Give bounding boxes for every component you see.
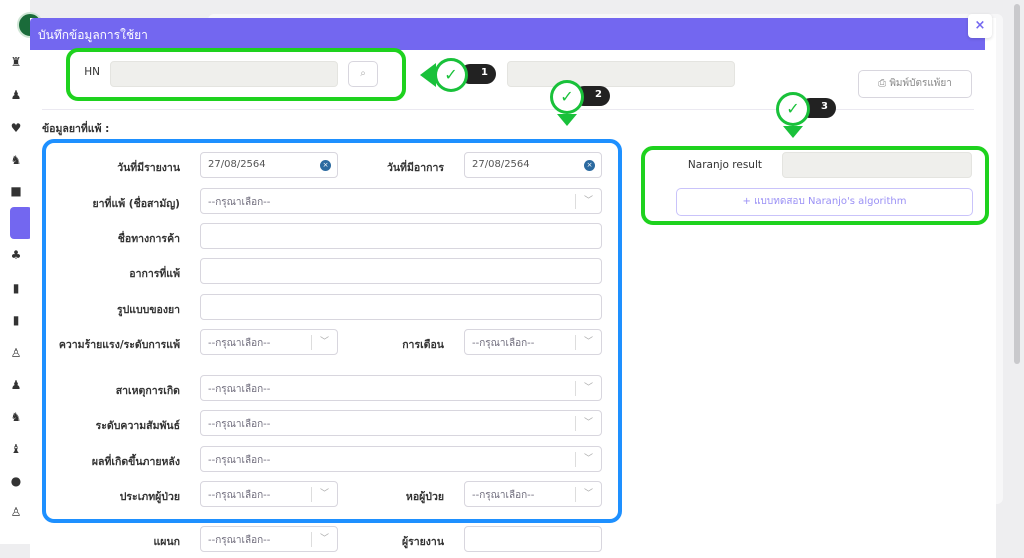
pin-tail bbox=[420, 63, 436, 87]
check-icon: ✓ bbox=[550, 80, 584, 114]
drug-generic-select[interactable]: --กรุณาเลือก-- ﹀ bbox=[200, 188, 602, 214]
symptom-date-input[interactable]: 27/08/2564 × bbox=[464, 152, 602, 178]
menu-icon[interactable]: ♞ bbox=[10, 410, 22, 424]
severity-label: ความร้ายแรง/ระดับการแพ้ bbox=[58, 339, 180, 351]
menu-icon[interactable]: ▮ bbox=[12, 281, 20, 295]
chevron-down-icon: ﹀ bbox=[583, 489, 593, 499]
patient-type-label: ประเภทผู้ป่วย bbox=[119, 491, 180, 503]
drug-generic-label: ยาที่แพ้ (ชื่อสามัญ) bbox=[92, 198, 180, 210]
menu-icon[interactable]: ♙ bbox=[10, 505, 22, 519]
symptom-date-label: วันที่มีอาการ bbox=[386, 162, 444, 174]
report-date-input[interactable]: 27/08/2564 × bbox=[200, 152, 338, 178]
hn-label: HN bbox=[84, 66, 100, 78]
severity-select[interactable]: --กรุณาเลือก-- ﹀ bbox=[200, 329, 338, 355]
placeholder: --กรุณาเลือก-- bbox=[472, 490, 535, 501]
annotation-box-1 bbox=[66, 48, 406, 101]
chevron-down-icon: ﹀ bbox=[583, 383, 593, 393]
sidebar: ♜ ♟ ♥ ♞ ■ ♣ ▮ ▮ ♙ ♟ ♞ ♝ ● ♙ bbox=[0, 0, 32, 544]
annotation-box-3 bbox=[641, 146, 989, 225]
symptom-date-value: 27/08/2564 bbox=[472, 159, 530, 170]
trade-name-input[interactable] bbox=[200, 223, 602, 249]
pin-tail bbox=[783, 126, 803, 138]
patient-type-select[interactable]: --กรุณาเลือก-- ﹀ bbox=[200, 481, 338, 507]
outcome-select[interactable]: --กรุณาเลือก-- ﹀ bbox=[200, 446, 602, 472]
symptom-label: อาการที่แพ้ bbox=[129, 268, 180, 280]
warning-select[interactable]: --กรุณาเลือก-- ﹀ bbox=[464, 329, 602, 355]
naranjo-result-field bbox=[782, 152, 972, 178]
search-button[interactable]: ⌕ bbox=[348, 61, 378, 87]
scrollbar[interactable] bbox=[1014, 4, 1020, 364]
chevron-down-icon: ﹀ bbox=[319, 489, 329, 499]
annotation-box-2 bbox=[42, 139, 622, 523]
menu-icon[interactable]: ♟ bbox=[10, 88, 22, 102]
dosage-form-label: รูปแบบของยา bbox=[116, 304, 180, 316]
menu-icon[interactable]: ▮ bbox=[12, 313, 20, 327]
report-date-value: 27/08/2564 bbox=[208, 159, 266, 170]
chevron-down-icon: ﹀ bbox=[583, 454, 593, 464]
printer-icon: ⎙ bbox=[878, 78, 890, 89]
placeholder: --กรุณาเลือก-- bbox=[208, 535, 271, 546]
placeholder: --กรุณาเลือก-- bbox=[208, 419, 271, 430]
chevron-down-icon: ﹀ bbox=[319, 337, 329, 347]
hn-input[interactable] bbox=[110, 61, 338, 87]
placeholder: --กรุณาเลือก-- bbox=[208, 197, 271, 208]
symptom-input[interactable] bbox=[200, 258, 602, 284]
report-date-label: วันที่มีรายงาน bbox=[117, 162, 180, 174]
relation-label: ระดับความสัมพันธ์ bbox=[95, 420, 180, 432]
placeholder: --กรุณาเลือก-- bbox=[208, 384, 271, 395]
naranjo-result-label: Naranjo result bbox=[687, 159, 762, 171]
close-button[interactable]: × bbox=[968, 14, 992, 38]
menu-icon[interactable]: ♣ bbox=[10, 248, 22, 262]
tooth-icon[interactable]: ♜ bbox=[10, 55, 22, 69]
clear-icon[interactable]: × bbox=[584, 160, 595, 171]
print-allergy-card-button[interactable]: ⎙ พิมพ์บัตรแพ้ยา bbox=[858, 70, 972, 98]
department-select[interactable]: --กรุณาเลือก-- ﹀ bbox=[200, 526, 338, 552]
modal-title: บันทึกข้อมูลการใช้ยา bbox=[30, 18, 985, 50]
menu-icon[interactable]: ● bbox=[10, 474, 22, 488]
patient-name-field bbox=[507, 61, 735, 87]
section-title: ข้อมูลยาที่แพ้ : bbox=[42, 123, 110, 135]
sidebar-active-item[interactable] bbox=[10, 207, 32, 239]
outcome-label: ผลที่เกิดขึ้นภายหลัง bbox=[91, 456, 180, 468]
placeholder: --กรุณาเลือก-- bbox=[472, 338, 535, 349]
clear-icon[interactable]: × bbox=[320, 160, 331, 171]
heart-icon[interactable]: ♥ bbox=[10, 121, 22, 135]
ward-select[interactable]: --กรุณาเลือก-- ﹀ bbox=[464, 481, 602, 507]
relation-select[interactable]: --กรุณาเลือก-- ﹀ bbox=[200, 410, 602, 436]
chevron-down-icon: ﹀ bbox=[583, 337, 593, 347]
trade-name-label: ชื่อทางการค้า bbox=[117, 233, 180, 245]
warning-label: การเตือน bbox=[402, 339, 444, 351]
menu-icon[interactable]: ♙ bbox=[10, 346, 22, 360]
placeholder: --กรุณาเลือก-- bbox=[208, 455, 271, 466]
check-icon: ✓ bbox=[776, 92, 810, 126]
reporter-label: ผู้รายงาน bbox=[401, 536, 444, 548]
menu-icon[interactable]: ♞ bbox=[10, 153, 22, 167]
placeholder: --กรุณาเลือก-- bbox=[208, 490, 271, 501]
placeholder: --กรุณาเลือก-- bbox=[208, 338, 271, 349]
cause-label: สาเหตุการเกิด bbox=[115, 385, 180, 397]
naranjo-algorithm-button[interactable]: + แบบทดสอบ Naranjo's algorithm bbox=[676, 188, 973, 216]
ward-label: หอผู้ป่วย bbox=[405, 491, 444, 503]
department-label: แผนก bbox=[153, 536, 180, 548]
menu-icon[interactable]: ♟ bbox=[10, 378, 22, 392]
pin-tail bbox=[557, 114, 577, 126]
chevron-down-icon: ﹀ bbox=[583, 196, 593, 206]
chevron-down-icon: ﹀ bbox=[583, 418, 593, 428]
menu-icon[interactable]: ♝ bbox=[10, 442, 22, 456]
divider bbox=[42, 109, 974, 110]
print-label: พิมพ์บัตรแพ้ยา bbox=[889, 78, 952, 89]
check-icon: ✓ bbox=[434, 58, 468, 92]
search-icon: ⌕ bbox=[360, 68, 366, 79]
cause-select[interactable]: --กรุณาเลือก-- ﹀ bbox=[200, 375, 602, 401]
chevron-down-icon: ﹀ bbox=[319, 534, 329, 544]
menu-icon[interactable]: ■ bbox=[10, 184, 22, 198]
badge-number: 1 bbox=[460, 64, 496, 84]
dosage-form-input[interactable] bbox=[200, 294, 602, 320]
reporter-input[interactable] bbox=[464, 526, 602, 552]
